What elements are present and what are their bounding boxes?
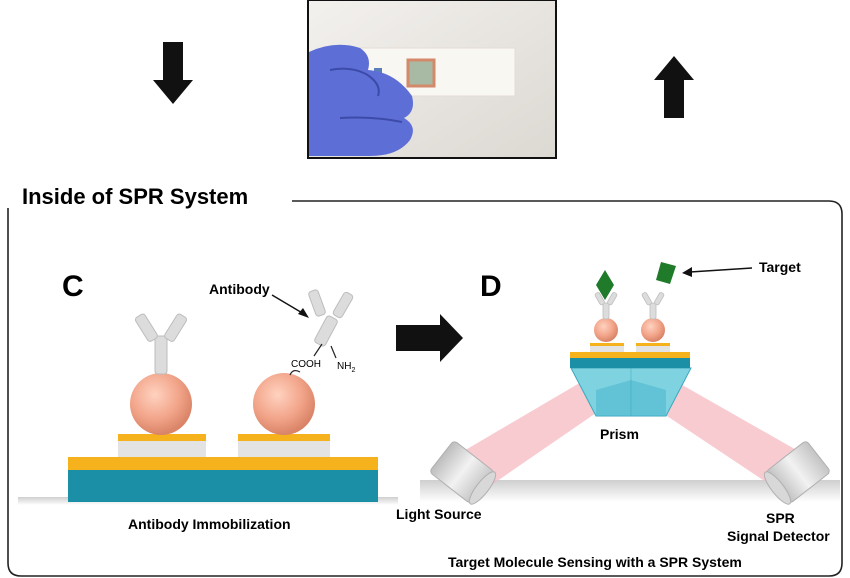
free-target-icon [656,262,676,284]
reflected-beam [646,378,800,490]
inner-system-frame [7,200,843,577]
section-title: Inside of SPR System [22,184,248,209]
bead-right [253,373,315,435]
panel-c-caption: Antibody Immobilization [128,516,291,532]
nh2-label: NH2 [337,361,355,374]
panel-d-caption: Target Molecule Sensing with a SPR Syste… [448,554,742,570]
panel-c: C COOH NH2 Antibody [18,270,398,532]
target-label: Target [759,259,801,275]
detector-label-line2: Signal Detector [727,528,830,544]
bound-target-icon [596,270,614,300]
panel-d: D Target [396,259,840,570]
arrow-down-icon [153,42,193,104]
bead-left [130,373,192,435]
panel-d-letter: D [480,270,502,303]
light-source [430,441,497,505]
light-source-label: Light Source [396,506,482,522]
sensor-chip-photo [307,0,557,159]
free-antibody-icon [308,289,354,347]
arrow-up-icon [654,56,694,118]
cooh-label: COOH [291,359,321,370]
incident-beam [462,378,612,490]
antibody-label: Antibody [209,281,270,297]
prism-label: Prism [600,426,639,442]
detector-label-line1: SPR [766,510,795,526]
antibody-icon [134,313,188,375]
arrow-right-icon [396,314,463,362]
spr-detector [763,441,830,505]
panel-c-letter: C [62,270,84,303]
teal-substrate [68,470,378,502]
gold-film [68,457,378,470]
